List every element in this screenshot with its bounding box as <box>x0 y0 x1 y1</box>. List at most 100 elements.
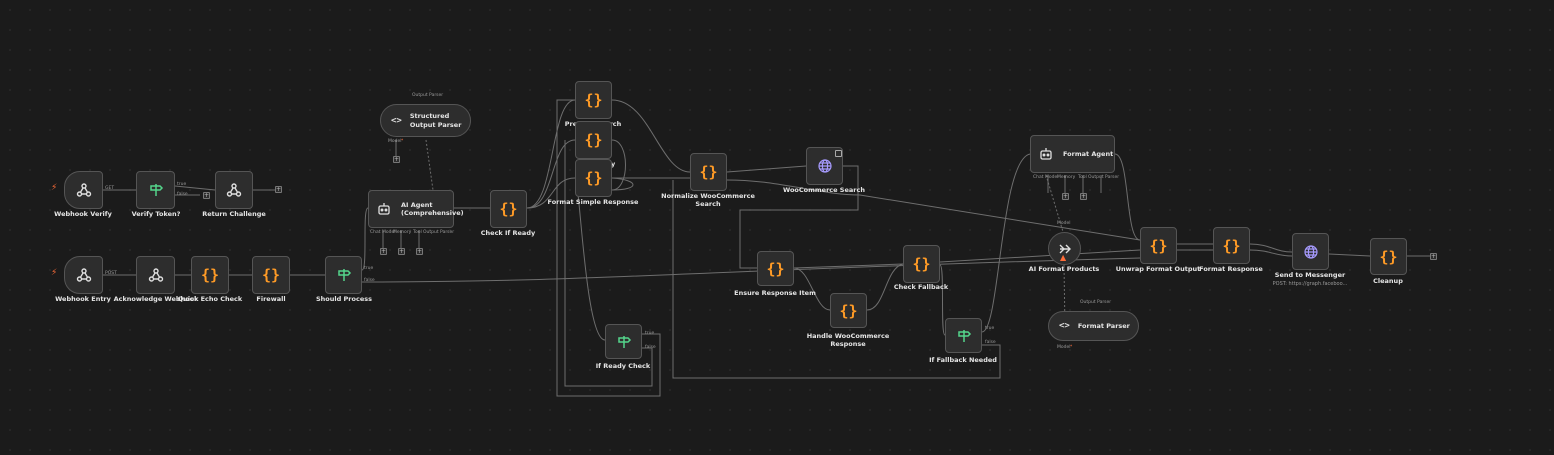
node-label: Quick Echo Check <box>177 295 243 303</box>
port-label-model: Model <box>1057 221 1071 226</box>
node-format-agent[interactable]: Format Agent <box>1030 135 1115 173</box>
node-if-ready-check[interactable] <box>605 324 642 359</box>
node-unwrap-format-output[interactable]: {} <box>1140 227 1177 264</box>
node-format-simple-response[interactable]: {} <box>575 159 612 197</box>
node-label: If Fallback Needed <box>929 356 997 364</box>
node-firewall[interactable]: {} <box>252 256 290 294</box>
add-chat-model-button[interactable]: + <box>380 248 387 255</box>
port-label-model: Model <box>388 139 402 144</box>
node-webhook-entry[interactable] <box>64 256 103 294</box>
code-braces-icon: {} <box>699 163 718 181</box>
port-label-false: false <box>177 192 188 197</box>
port-label-post: POST <box>105 271 117 276</box>
add-node-button[interactable]: + <box>275 186 282 193</box>
node-acknowledge-webhook[interactable] <box>136 256 175 294</box>
add-node-button[interactable]: + <box>203 192 210 199</box>
node-ensure-response-item[interactable]: {} <box>757 251 794 286</box>
node-format-parser[interactable]: <> Format Parser <box>1048 311 1139 341</box>
code-braces-icon: {} <box>1379 247 1398 266</box>
code-braces-icon: {} <box>200 266 220 284</box>
node-return-challenge[interactable] <box>215 171 253 209</box>
port-label-output-parser: Output Parser <box>412 93 444 98</box>
code-braces-icon: {} <box>912 255 931 273</box>
port-label-memory: Memory <box>393 230 412 235</box>
node-label: Handle WooCommerce Response <box>806 332 890 348</box>
add-memory-button[interactable]: + <box>1062 193 1069 200</box>
robot-icon <box>377 202 391 216</box>
node-quick-echo-check[interactable]: {} <box>191 256 229 294</box>
port-label-tool: Tool <box>413 230 422 235</box>
node-label: Firewall <box>256 295 286 303</box>
node-label: Format Parser <box>1077 321 1130 330</box>
port-label-memory: Memory <box>1057 175 1076 180</box>
node-label: Check If Ready <box>480 229 536 237</box>
node-label: Check Fallback <box>893 283 949 291</box>
signpost-icon <box>336 267 352 283</box>
node-send-to-messenger[interactable] <box>1292 233 1329 270</box>
trigger-bolt-icon: ⚡ <box>51 183 58 193</box>
node-format-response[interactable]: {} <box>1213 227 1250 264</box>
code-braces-icon: {} <box>584 169 603 187</box>
node-label: Ensure Response Item <box>734 289 816 297</box>
node-label: Should Process <box>316 295 372 303</box>
warning-icon: ▲ <box>1060 253 1067 262</box>
node-label-partial: y <box>611 160 616 168</box>
node-label: AI Agent (Comprehensive) <box>401 200 464 217</box>
code-braces-icon: {} <box>766 259 785 278</box>
port-label-chat-model: Chat Model <box>1033 175 1059 180</box>
port-label-output-parser: Output Parser <box>1088 175 1120 180</box>
add-tool-button[interactable]: + <box>416 248 423 255</box>
add-model-button[interactable]: + <box>393 156 400 163</box>
node-should-process[interactable] <box>325 256 362 294</box>
node-badge <box>835 150 842 157</box>
node-verify-token[interactable] <box>136 171 175 209</box>
node-check-if-ready[interactable]: {} <box>490 190 527 228</box>
required-marker: * <box>1070 345 1073 350</box>
signpost-icon <box>956 328 972 344</box>
port-label-true: true <box>177 182 187 187</box>
port-label-output-parser: Output Parser <box>423 230 455 235</box>
node-label: Verify Token? <box>131 210 181 218</box>
node-label: Send to Messenger <box>1274 271 1346 279</box>
globe-icon <box>817 158 833 174</box>
node-label: Return Challenge <box>202 210 266 218</box>
code-brackets-icon: <> <box>1059 321 1070 331</box>
required-marker: * <box>401 139 404 144</box>
node-webhook-verify[interactable] <box>64 171 103 209</box>
node-prepare-search[interactable]: {} <box>575 81 612 119</box>
node-subtitle: POST: https://graph.faceboo... <box>1272 281 1348 287</box>
webhook-icon <box>226 182 242 198</box>
node-label: Structured Output Parser <box>409 112 462 129</box>
add-tool-button[interactable]: + <box>1080 193 1087 200</box>
webhook-icon <box>148 267 164 283</box>
node-label: Cleanup <box>1373 277 1403 285</box>
node-label: AI Format Products <box>1028 265 1100 273</box>
node-label: Normalize WooCommerce Search <box>661 192 755 208</box>
code-brackets-icon: <> <box>391 115 402 126</box>
node-handle-woocommerce-response[interactable]: {} <box>830 293 867 328</box>
port-label-true: true <box>645 331 655 336</box>
node-label: Acknowledge Webhook <box>113 295 199 303</box>
signpost-icon <box>148 182 164 198</box>
node-ai-agent[interactable]: AI Agent (Comprehensive) <box>368 190 464 228</box>
node-hidden-code[interactable]: {} <box>575 121 612 159</box>
node-normalize-woocommerce-search[interactable]: {} <box>690 153 727 191</box>
code-braces-icon: {} <box>1222 236 1241 255</box>
node-if-fallback-needed[interactable] <box>945 318 982 353</box>
port-label-true: true <box>985 326 995 331</box>
port-label-tool: Tool <box>1078 175 1087 180</box>
webhook-icon <box>76 182 92 198</box>
node-cleanup[interactable]: {} <box>1370 238 1407 275</box>
share-arrows-icon <box>1058 242 1072 256</box>
port-label-true: true <box>364 266 374 271</box>
add-memory-button[interactable]: + <box>398 248 405 255</box>
node-ai-format-products[interactable] <box>1048 232 1081 265</box>
port-label-output-parser: Output Parser <box>1080 300 1112 305</box>
globe-icon <box>1303 244 1319 260</box>
node-structured-output-parser[interactable]: <> Structured Output Parser <box>380 104 471 137</box>
node-check-fallback[interactable]: {} <box>903 245 940 283</box>
add-node-button[interactable]: + <box>1430 253 1437 260</box>
code-braces-icon: {} <box>1149 236 1168 255</box>
port-label-get: GET <box>105 186 115 191</box>
